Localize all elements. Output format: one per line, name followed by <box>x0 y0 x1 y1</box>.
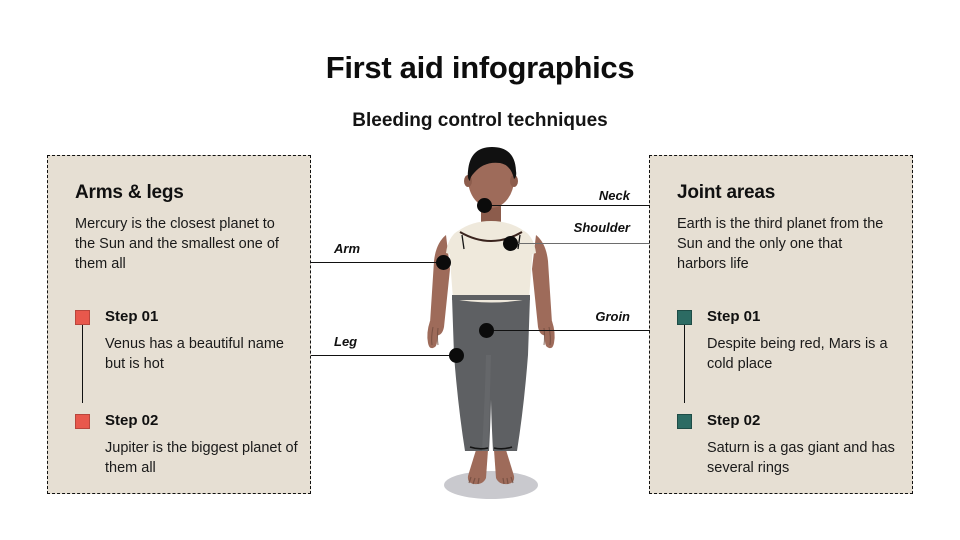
panel-arms-legs-steps: Step 01 Venus has a beautiful name but i… <box>75 308 298 478</box>
callout-label-shoulder: Shoulder <box>573 220 630 235</box>
leader-line-leg <box>311 355 456 356</box>
panel-joint-areas: Joint areas Earth is the third planet fr… <box>649 155 913 494</box>
panel-arms-legs-content: Arms & legs Mercury is the closest plane… <box>75 182 296 274</box>
step-item: Step 02 Jupiter is the biggest planet of… <box>75 412 298 478</box>
step-marker-column <box>75 308 105 403</box>
callout-label-leg: Leg <box>334 334 358 349</box>
step-body: Step 02 Jupiter is the biggest planet of… <box>105 412 298 478</box>
step-swatch-icon <box>75 310 90 325</box>
step-label: Step 01 <box>707 308 761 325</box>
step-marker-column <box>677 308 707 403</box>
step-swatch-icon <box>677 414 692 429</box>
step-item: Step 02 Saturn is a gas giant and has se… <box>677 412 900 478</box>
step-label: Step 01 <box>105 308 159 325</box>
leader-line-arm <box>311 262 443 263</box>
panel-arms-legs-title: Arms & legs <box>75 182 184 203</box>
panel-joint-areas-steps: Step 01 Despite being red, Mars is a col… <box>677 308 900 478</box>
leader-line-neck <box>484 205 650 206</box>
callout-label-arm: Arm <box>334 241 361 256</box>
step-swatch-icon <box>677 310 692 325</box>
panel-arms-legs: Arms & legs Mercury is the closest plane… <box>47 155 311 494</box>
marker-dot-shoulder <box>503 236 518 251</box>
step-text: Venus has a beautiful name but is hot <box>105 336 284 372</box>
step-text: Despite being red, Mars is a cold place <box>707 336 888 372</box>
step-body: Step 02 Saturn is a gas giant and has se… <box>707 412 900 478</box>
callout-label-neck: Neck <box>598 188 630 203</box>
step-body: Step 01 Despite being red, Mars is a col… <box>707 308 900 374</box>
page-subtitle: Bleeding control techniques <box>352 110 608 131</box>
step-label: Step 02 <box>105 412 159 429</box>
step-item: Step 01 Venus has a beautiful name but i… <box>75 308 298 403</box>
leader-line-groin <box>493 330 650 331</box>
step-item: Step 01 Despite being red, Mars is a col… <box>677 308 900 403</box>
callout-label-groin: Groin <box>595 309 630 324</box>
panel-arms-legs-description: Mercury is the closest planet to the Sun… <box>75 216 279 272</box>
step-body: Step 01 Venus has a beautiful name but i… <box>105 308 298 374</box>
leader-line-shoulder <box>510 243 650 244</box>
panel-joint-areas-content: Joint areas Earth is the third planet fr… <box>677 182 898 274</box>
step-marker-column <box>75 412 105 429</box>
marker-dot-leg <box>449 348 464 363</box>
marker-dot-groin <box>479 323 494 338</box>
marker-dot-neck <box>477 198 492 213</box>
panel-joint-areas-title: Joint areas <box>677 182 776 203</box>
person-illustration <box>398 145 583 505</box>
step-text: Saturn is a gas giant and has several ri… <box>707 440 895 476</box>
step-swatch-icon <box>75 414 90 429</box>
step-label: Step 02 <box>707 412 761 429</box>
step-connector-line <box>684 325 685 403</box>
step-connector-line <box>82 325 83 403</box>
marker-dot-arm <box>436 255 451 270</box>
step-marker-column <box>677 412 707 429</box>
panel-joint-areas-description: Earth is the third planet from the Sun a… <box>677 216 884 272</box>
step-text: Jupiter is the biggest planet of them al… <box>105 440 298 476</box>
page-title: First aid infographics <box>325 50 635 85</box>
